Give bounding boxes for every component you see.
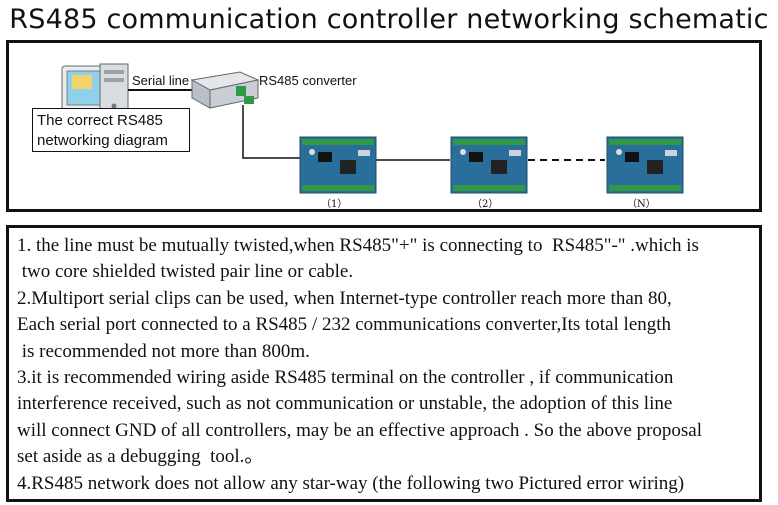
diagram-panel xyxy=(6,40,762,212)
serial-line-label: Serial line xyxy=(132,73,190,88)
correct-diagram-label: The correct RS485 networking diagram xyxy=(32,108,190,152)
correct-diagram-text: The correct RS485 networking diagram xyxy=(37,112,168,149)
board-label-n: （N） xyxy=(627,199,656,210)
controller-board-2 xyxy=(450,136,528,194)
controller-board-n xyxy=(606,136,684,194)
converter-label: RS485 converter xyxy=(259,73,357,88)
rs485-bus-line xyxy=(242,105,300,159)
rs485-converter-icon xyxy=(190,71,260,109)
note-4: 4.RS485 network does not allow any star-… xyxy=(17,472,685,494)
board-label-1: （1） xyxy=(321,199,348,210)
controller-board-1 xyxy=(299,136,377,194)
page-title: RS485 communication controller networkin… xyxy=(9,4,769,35)
notes-panel: 1. the line must be mutually twisted,whe… xyxy=(6,225,762,502)
note-1: 1. the line must be mutually twisted,whe… xyxy=(17,235,699,283)
note-2: 2.Multiport serial clips can be used, wh… xyxy=(17,287,672,362)
note-3: 3.it is recommended wiring aside RS485 t… xyxy=(17,367,703,468)
board-label-2: （2） xyxy=(472,199,499,210)
